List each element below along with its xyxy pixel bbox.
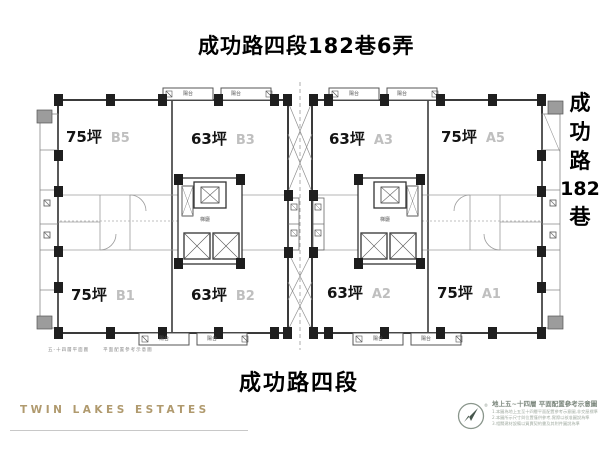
road-right-number: 182 (560, 178, 600, 200)
unit-area: 75坪 (437, 284, 473, 302)
unit-label-a5: 75坪 A5 (441, 126, 505, 147)
plan-small-notes: 五-十四層平面圖 平面配置參考示意圖 (48, 347, 153, 353)
balconies-top (162, 87, 439, 101)
road-label-bottom: 成功路四段 (239, 371, 360, 396)
unit-area: 63坪 (191, 130, 227, 148)
unit-area: 63坪 (327, 284, 363, 302)
unit-area: 63坪 (191, 286, 227, 304)
unit-label-b3: 63坪 B3 (191, 128, 255, 149)
balcony-label: 陽台 (421, 336, 432, 342)
balconies-bottom (138, 332, 463, 346)
core-hall-label: 梯廳 (380, 217, 391, 223)
unit-area: 75坪 (441, 128, 477, 146)
road-right-char: 路 (569, 149, 591, 173)
legend-note: 2.本圖所示尺寸與位置僅供參考,實際以核准圖說為準 (492, 414, 590, 420)
core-left (174, 174, 245, 269)
road-label-top: 成功路四段182巷6弄 (198, 34, 415, 58)
balcony-label: 陽台 (207, 336, 218, 342)
core-hall-label: 梯廳 (200, 217, 211, 223)
unit-area: 63坪 (329, 130, 365, 148)
unit-code: B1 (115, 289, 135, 304)
unit-code: A3 (373, 133, 393, 148)
columns (54, 94, 546, 339)
unit-divider-walls (171, 100, 429, 333)
side-stubs (36, 100, 564, 330)
unit-code: B3 (235, 133, 255, 148)
plan-note-left: 五-十四層平面圖 (48, 348, 90, 353)
unit-label-b5: 75坪 B5 (66, 126, 130, 147)
svg-text:®: ® (484, 403, 488, 408)
unit-code: A5 (485, 131, 505, 146)
unit-label-b1: 75坪 B1 (71, 284, 135, 305)
road-right-char: 功 (569, 120, 591, 144)
road-label-right: 成 功 路 182 巷 (560, 90, 600, 230)
legend-notes: 1.本圖為地上五至十四層平面配置參考示意圖,非交屋標準 2.本圖所示尺寸與位置僅… (492, 409, 598, 426)
footer-divider (10, 430, 248, 431)
brand-logotype: TWIN LAKES ESTATES (20, 404, 210, 416)
central-strip (284, 82, 325, 350)
road-right-char: 成 (569, 91, 591, 115)
legend-title: 地上五~十四層 平面配置參考示意圖 (492, 400, 598, 408)
unit-code: A1 (481, 287, 501, 302)
plan-note-right: 平面配置參考示意圖 (103, 348, 153, 353)
unit-area: 75坪 (66, 128, 102, 146)
balcony-label: 陽台 (349, 91, 360, 97)
unit-code: A2 (371, 287, 391, 302)
balcony-label: 陽台 (397, 91, 408, 97)
unit-label-a3: 63坪 A3 (329, 128, 393, 149)
unit-code: B2 (235, 289, 255, 304)
room-partitions (58, 194, 542, 251)
balcony-label: 陽台 (373, 336, 384, 342)
core-right (354, 174, 425, 269)
road-right-char: 巷 (569, 205, 591, 229)
legend-note: 3.相關建材設備以買賣契約書及其附件圖說為準 (492, 420, 580, 426)
balcony-label: 陽台 (231, 91, 242, 97)
unit-area: 75坪 (71, 286, 107, 304)
balcony-label: 陽台 (183, 91, 194, 97)
unit-label-b2: 63坪 B2 (191, 284, 255, 305)
unit-code: B5 (110, 131, 130, 146)
compass-arrow-icon: ® (457, 402, 488, 430)
legend-note: 1.本圖為地上五至十四層平面配置參考示意圖,非交屋標準 (492, 409, 598, 414)
unit-label-a1: 75坪 A1 (437, 282, 501, 303)
unit-label-a2: 63坪 A2 (327, 282, 391, 303)
balcony-label: 陽台 (159, 336, 170, 342)
